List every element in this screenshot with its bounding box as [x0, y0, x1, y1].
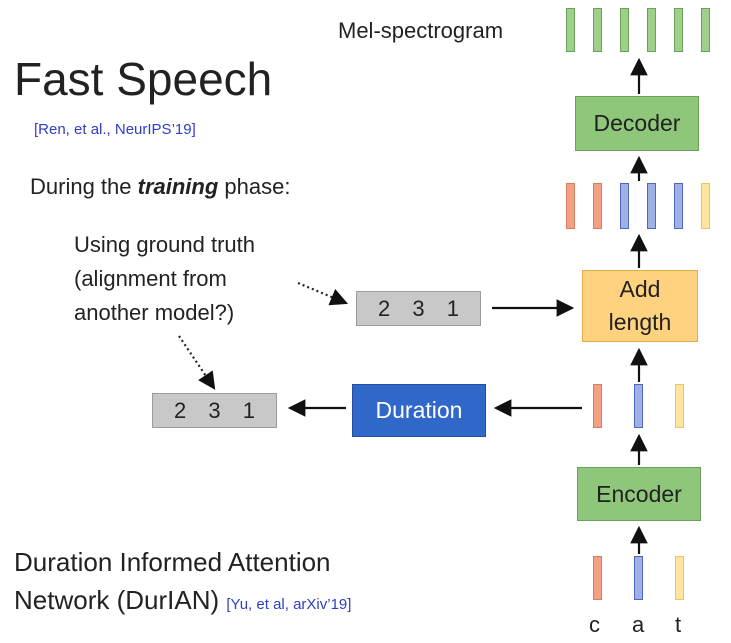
input-char-c: c [589, 612, 600, 637]
duration-predictor-box: Duration [352, 384, 486, 437]
expanded-vector-bar [674, 183, 683, 229]
mel-frame-bar [701, 8, 710, 52]
training-word: training [137, 174, 219, 199]
expanded-vector-bar [620, 183, 629, 229]
ground-truth-line-1: Using ground truth [74, 232, 255, 257]
add-length-line-1: Add [619, 276, 661, 302]
citation-durian: [Yu, et al, arXiv’19] [226, 596, 352, 613]
encoder-output-bar [675, 384, 684, 428]
mel-frame-bar [674, 8, 683, 52]
dotted-arrow-ground-truth [297, 281, 349, 306]
duration-values-bottom: 2 3 1 [152, 393, 277, 428]
duration-values-top: 2 3 1 [356, 291, 481, 326]
duration-value: 3 [412, 295, 425, 321]
ground-truth-line-2: (alignment from [74, 266, 227, 291]
durian-line-1: Duration Informed Attention [14, 547, 331, 577]
add-length-box: Add length [582, 270, 698, 342]
expanded-vector-bar [701, 183, 710, 229]
input-embedding-bar [675, 556, 684, 600]
expanded-vector-bar [647, 183, 656, 229]
durian-line-2-text: Network (DurIAN) [14, 585, 220, 615]
dotted-arrow-to-values [178, 335, 216, 390]
expanded-vector-bar [593, 183, 602, 229]
training-suffix: phase: [218, 174, 291, 199]
mel-spectrogram-label: Mel-spectrogram [338, 18, 504, 43]
mel-frame-bar [647, 8, 656, 52]
duration-value: 2 [378, 295, 391, 321]
ground-truth-line-3: another model?) [74, 300, 235, 325]
citation-fastspeech: [Ren, et al., NeurIPS’19] [34, 121, 196, 138]
input-char-t: t [675, 612, 682, 637]
duration-value: 3 [208, 397, 221, 423]
mel-frame-bar [620, 8, 629, 52]
input-embedding-bar [634, 556, 643, 600]
mel-frame-bar [566, 8, 575, 52]
mel-frame-bar [593, 8, 602, 52]
training-prefix: During the [30, 174, 138, 199]
encoder-output-bar [634, 384, 643, 428]
durian-line-2: Network (DurIAN) [Yu, et al, arXiv’19] [14, 581, 351, 624]
duration-value: 1 [446, 295, 459, 321]
training-phase-text: During the training phase: [30, 174, 290, 200]
decoder-box: Decoder [575, 96, 699, 151]
encoder-box: Encoder [577, 467, 701, 521]
encoder-output-bar [593, 384, 602, 428]
duration-value: 1 [242, 397, 255, 423]
ground-truth-note: Using ground truth (alignment from anoth… [74, 228, 255, 330]
title: Fast Speech [14, 53, 273, 105]
add-length-line-2: length [608, 309, 672, 335]
input-char-a: a [632, 612, 645, 637]
duration-value: 2 [174, 397, 187, 423]
input-embedding-bar [593, 556, 602, 600]
durian-title: Duration Informed Attention Network (Dur… [14, 543, 351, 624]
expanded-vector-bar [566, 183, 575, 229]
